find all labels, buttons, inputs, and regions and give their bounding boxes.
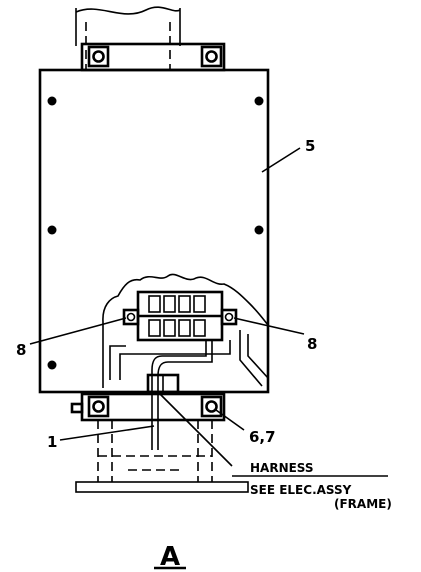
- harness-note-line2: SEE ELEC.ASSY: [250, 483, 352, 497]
- lower-mast: [75, 420, 249, 493]
- screw-right-2: [254, 225, 264, 235]
- top-bracket: [80, 42, 226, 72]
- harness-note-line3: (FRAME): [334, 497, 392, 511]
- view-label: A: [160, 542, 180, 572]
- callout-8-right: 8: [307, 335, 317, 353]
- enclosure-box: [38, 68, 270, 394]
- terminal-block: [122, 290, 238, 342]
- terminal-left-bolt: [122, 308, 140, 326]
- bottom-right-bolt: [200, 395, 223, 418]
- screw-left-2: [47, 225, 57, 235]
- cutaway-region: [102, 273, 269, 388]
- callout-5: 5: [305, 137, 315, 155]
- screw-left-3: [47, 360, 57, 370]
- callout-8-left: 8: [16, 341, 26, 359]
- terminal-right-bolt: [220, 308, 238, 326]
- top-right-bolt: [200, 45, 223, 68]
- upper-mast: [75, 6, 181, 70]
- bottom-left-bolt: [87, 395, 110, 418]
- leader-lines: [29, 147, 388, 477]
- top-left-bolt: [87, 45, 110, 68]
- bottom-bracket: [70, 392, 226, 422]
- harness-note-line1: HARNESS: [250, 461, 314, 475]
- callout-6-7: 6,7: [249, 428, 276, 446]
- screw-left-1: [47, 96, 57, 106]
- screw-right-1: [254, 96, 264, 106]
- callout-1: 1: [47, 433, 57, 451]
- harness-connector: [146, 373, 180, 394]
